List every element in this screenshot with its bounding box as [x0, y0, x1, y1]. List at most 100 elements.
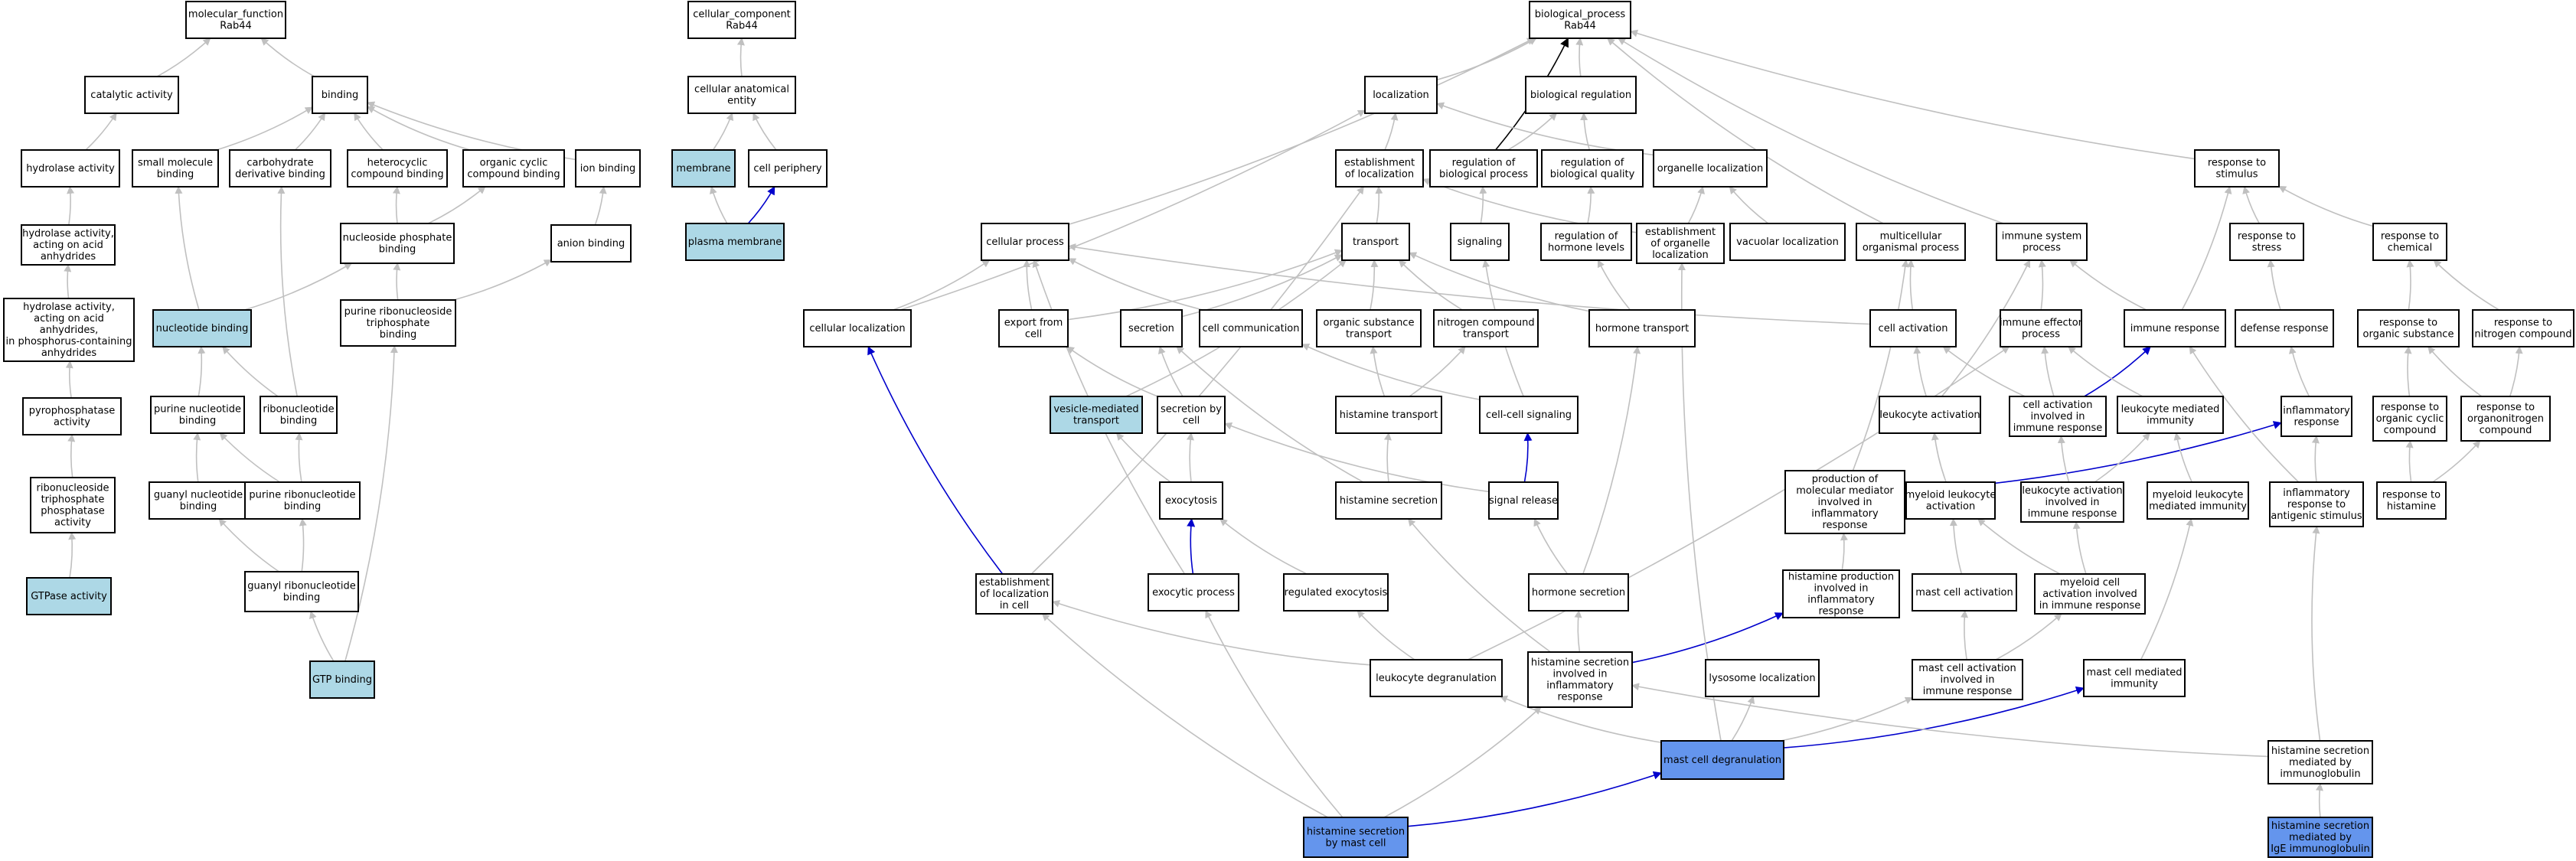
node-label-line: IgE immunoglobulin	[2271, 843, 2370, 855]
node-histamine_trans[interactable]: histamine transport	[1335, 396, 1442, 434]
node-box	[347, 149, 448, 188]
node-cellular_loc[interactable]: cellular localization	[803, 309, 912, 347]
node-cell_activation[interactable]: cell activation	[1869, 309, 1957, 347]
node-signal_release[interactable]: signal release	[1488, 481, 1559, 520]
node-plasma_membrane[interactable]: plasma membrane	[685, 223, 785, 261]
node-ion_binding[interactable]: ion binding	[575, 149, 641, 188]
node-gtpase[interactable]: GTPase activity	[26, 577, 112, 615]
node-catalytic[interactable]: catalytic activity	[84, 76, 179, 114]
node-leuk_act[interactable]: leukocyte activation	[1879, 396, 1981, 434]
node-defense_resp[interactable]: defense response	[2235, 309, 2334, 347]
edge-leuk_degran-to-est_loc_cell	[1052, 600, 1371, 666]
node-exocytosis[interactable]: exocytosis	[1159, 481, 1223, 520]
node-cellular_process[interactable]: cellular process	[981, 223, 1069, 261]
node-binding[interactable]: binding	[312, 76, 368, 114]
node-localization[interactable]: localization	[1364, 76, 1438, 114]
node-cell_periphery[interactable]: cell periphery	[748, 149, 828, 188]
node-hormone_trans[interactable]: hormone transport	[1588, 309, 1696, 347]
node-hyd_acid[interactable]: hydrolase activity,acting on acidanhydri…	[21, 224, 116, 266]
node-leuk_degran[interactable]: leukocyte degranulation	[1370, 659, 1503, 697]
edge-cellular_loc-to-cellular_process	[893, 259, 991, 311]
node-gtp_binding[interactable]: GTP binding	[309, 660, 375, 699]
node-vacuolar_loc[interactable]: vacuolar localization	[1729, 223, 1846, 261]
node-cell_cell_sig[interactable]: cell-cell signaling	[1479, 396, 1579, 434]
node-bio_reg[interactable]: biological regulation	[1525, 76, 1637, 114]
node-hormone_sec[interactable]: hormone secretion	[1528, 573, 1629, 612]
node-immune_resp[interactable]: immune response	[2124, 309, 2226, 347]
node-exocytic[interactable]: exocytic process	[1148, 573, 1239, 612]
node-secretion[interactable]: secretion	[1120, 309, 1183, 347]
node-lysosome_loc[interactable]: lysosome localization	[1705, 659, 1820, 697]
node-hyd_phos[interactable]: hydrolase activity,acting on acidanhydri…	[3, 298, 135, 362]
node-reg_exocytosis[interactable]: regulated exocytosis	[1283, 573, 1389, 612]
node-histamine_sec[interactable]: histamine secretion	[1335, 481, 1442, 520]
node-nucleotide[interactable]: nucleotide binding	[152, 309, 252, 347]
node-membrane[interactable]: membrane	[671, 149, 736, 188]
node-mast_degran[interactable]: mast cell degranulation	[1660, 740, 1784, 780]
node-transport[interactable]: transport	[1341, 223, 1410, 261]
node-signaling[interactable]: signaling	[1450, 223, 1510, 261]
node-hydrolase[interactable]: hydrolase activity	[21, 149, 120, 188]
node-mast_act[interactable]: mast cell activation	[1912, 573, 2017, 612]
node-anion[interactable]: anion binding	[550, 224, 632, 263]
edge-cae-to-cc_root	[736, 38, 745, 77]
node-cell_comm[interactable]: cell communication	[1199, 309, 1303, 347]
node-organelle_loc[interactable]: organelle localization	[1653, 149, 1768, 188]
node-ribonucleoside_tri[interactable]: ribonucleosidetriphosphatephosphataseact…	[30, 477, 116, 533]
